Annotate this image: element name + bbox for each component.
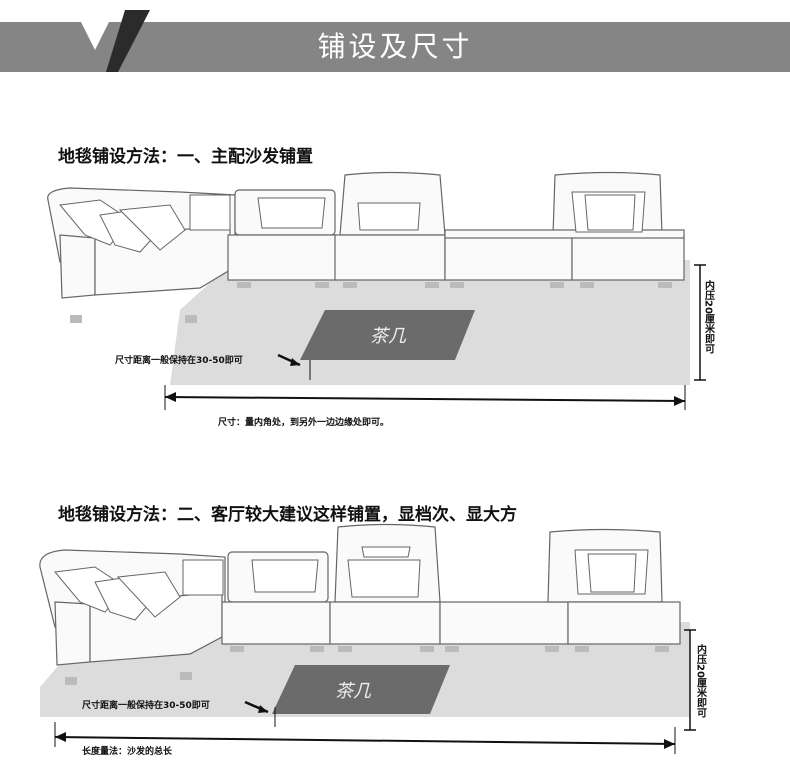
length-note: 长度量法：沙发的总长 <box>82 745 173 757</box>
distance-note: 尺寸距离一般保持在30-50即可 <box>82 699 210 711</box>
pillows <box>54 546 649 621</box>
size-note: 尺寸：量内角处，到另外一边边缘处即可。 <box>218 416 389 428</box>
svg-text:内压20厘米即可: 内压20厘米即可 <box>703 279 715 355</box>
banner-slash-decoration <box>70 0 150 72</box>
section1-title: 地毯铺设方法：一、主配沙发铺置 <box>58 147 313 167</box>
coffee-table-label: 茶几 <box>335 681 372 702</box>
distance-note: 尺寸距离一般保持在30-50即可 <box>115 354 243 366</box>
sofa-legs <box>65 646 669 685</box>
sofa-legs <box>70 282 672 323</box>
coffee-table <box>272 665 450 714</box>
page-title: 铺设及尺寸 <box>317 30 473 63</box>
coffee-table-label: 茶几 <box>370 326 407 347</box>
vertical-note: 内压20厘米即可 <box>703 279 715 355</box>
section2-title: 地毯铺设方法：二、客厅较大建议这样铺置，显档次、显大方 <box>58 505 517 525</box>
sofa-diagram-1: 茶几 尺寸距离一般保持在30-50即可 内压20厘米即可 尺寸：量内角处，到另外… <box>47 171 715 428</box>
svg-text:内压20厘米即可: 内压20厘米即可 <box>695 643 707 719</box>
coffee-table <box>300 310 475 360</box>
pillows <box>59 191 646 253</box>
header-banner: 铺设及尺寸 <box>0 22 790 72</box>
vertical-note: 内压20厘米即可 <box>695 643 707 719</box>
sofa-diagram-2: 茶几 尺寸距离一般保持在30-50即可 内压20厘米即可 长度量法：沙发的总长 <box>39 523 707 757</box>
